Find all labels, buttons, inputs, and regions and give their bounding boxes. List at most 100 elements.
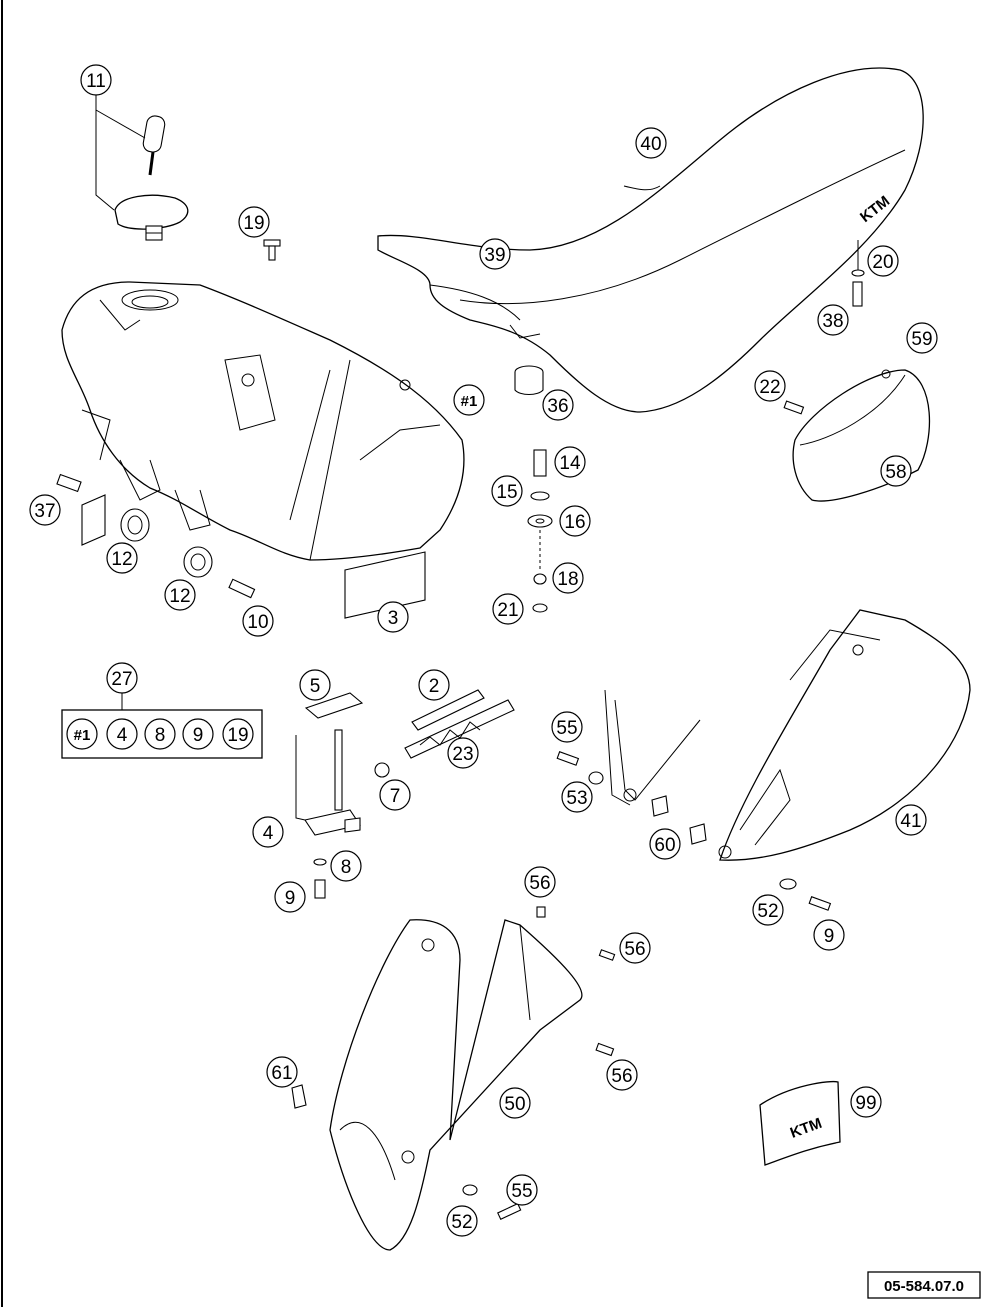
callout-59: 59	[906, 322, 938, 354]
callout-label: 18	[557, 569, 578, 590]
clip-60-lower	[689, 823, 707, 845]
callout-19a: 19	[238, 206, 270, 238]
washer-52-lower	[462, 1184, 478, 1196]
clip-60-upper	[651, 795, 669, 817]
callout-37: 37	[29, 494, 61, 526]
frame-bracket	[604, 689, 701, 806]
callout-20: 20	[867, 245, 899, 277]
callout-9b: 9	[813, 919, 845, 951]
callout-38: 38	[817, 304, 849, 336]
bolt-10	[228, 578, 256, 599]
callout-16: 16	[559, 505, 591, 537]
screw-56-top	[536, 906, 546, 918]
callout-label: 39	[484, 245, 505, 266]
callout-label: 3	[388, 608, 399, 629]
fuel-cap	[114, 194, 189, 241]
callout-53: 53	[561, 781, 593, 813]
screw-56-middle	[598, 949, 616, 961]
kit-item-3: 8	[144, 718, 176, 750]
callout-label: 55	[556, 718, 577, 739]
callout-label: 4	[263, 823, 274, 844]
callout-36: 36	[542, 389, 574, 421]
side-panel-41	[718, 609, 971, 861]
callout-21: 21	[492, 593, 524, 625]
callout-56a: 56	[524, 866, 556, 898]
svg-text:9: 9	[193, 725, 204, 746]
clip-61	[291, 1084, 307, 1109]
callout-label: 38	[822, 311, 843, 332]
callout-56c: 56	[606, 1059, 638, 1091]
callout-label: 50	[504, 1094, 525, 1115]
callout-label: 9	[824, 926, 835, 947]
mounting-stack	[527, 449, 553, 613]
callout-label: 99	[855, 1093, 876, 1114]
callout-label: 27	[111, 669, 132, 690]
callout-label: 20	[872, 252, 893, 273]
callout-label: 56	[624, 939, 645, 960]
callout-55a: 55	[551, 711, 583, 743]
callout-label: 12	[111, 549, 132, 570]
leader-11-cap	[95, 95, 115, 211]
nut-53	[588, 771, 604, 785]
hose-23	[404, 699, 515, 759]
bolt-55-upper	[556, 751, 580, 766]
callout-27: 27	[106, 662, 138, 694]
callout-3: 3	[377, 601, 409, 633]
leader-4	[295, 735, 306, 821]
callout-label: 8	[341, 857, 352, 878]
bolt-55-lower	[497, 1202, 522, 1221]
bolt-19	[263, 239, 281, 261]
callout-55b: 55	[506, 1174, 538, 1206]
callout-label: 23	[452, 744, 473, 765]
bolt-22	[783, 400, 805, 415]
callout-label: 15	[496, 482, 517, 503]
svg-text:4: 4	[117, 725, 128, 746]
callout-label: 40	[640, 134, 661, 155]
bolt-38	[852, 281, 863, 307]
callout-label: 10	[247, 612, 268, 633]
callout-label: 58	[885, 462, 906, 483]
callout-label: 2	[429, 676, 440, 697]
bolt-9-right	[808, 896, 832, 911]
callout-56b: 56	[619, 932, 651, 964]
decal-strip-3	[344, 551, 426, 619]
callout-1: #1	[453, 384, 485, 416]
callout-label: 56	[529, 873, 550, 894]
grommet-12-upper	[120, 508, 150, 542]
callout-14: 14	[554, 446, 586, 478]
callout-41: 41	[895, 804, 927, 836]
callout-58: 58	[880, 455, 912, 487]
decal-99: KTM	[759, 1080, 841, 1166]
callout-18: 18	[552, 562, 584, 594]
svg-text:8: 8	[155, 725, 166, 746]
callout-52b: 52	[446, 1205, 478, 1237]
callout-60: 60	[649, 828, 681, 860]
grommet-12-lower	[183, 546, 213, 578]
callout-2: 2	[418, 669, 450, 701]
kit-item-5: 19	[222, 718, 254, 750]
callout-22: 22	[754, 370, 786, 402]
seat: KTM	[377, 67, 924, 413]
callout-label: 59	[911, 329, 932, 350]
callout-label: 7	[390, 786, 401, 807]
svg-text:#1: #1	[74, 727, 91, 744]
callout-10: 10	[242, 605, 274, 637]
callout-label: 55	[511, 1181, 532, 1202]
callout-50: 50	[499, 1087, 531, 1119]
callout-label: 5	[310, 676, 321, 697]
fuel-tank	[61, 281, 465, 561]
callout-12a: 12	[106, 542, 138, 574]
kit-item-2: 4	[106, 718, 138, 750]
kit-item-1: #1	[66, 718, 98, 750]
callout-7: 7	[379, 779, 411, 811]
callout-label: 19	[243, 213, 264, 234]
callout-11: 11	[80, 64, 112, 96]
callout-52a: 52	[752, 894, 784, 926]
callout-label: 14	[559, 453, 581, 474]
callout-label: 60	[654, 835, 675, 856]
tool-bag-58	[792, 369, 931, 502]
callout-61: 61	[266, 1056, 298, 1088]
washer-8	[313, 858, 327, 866]
